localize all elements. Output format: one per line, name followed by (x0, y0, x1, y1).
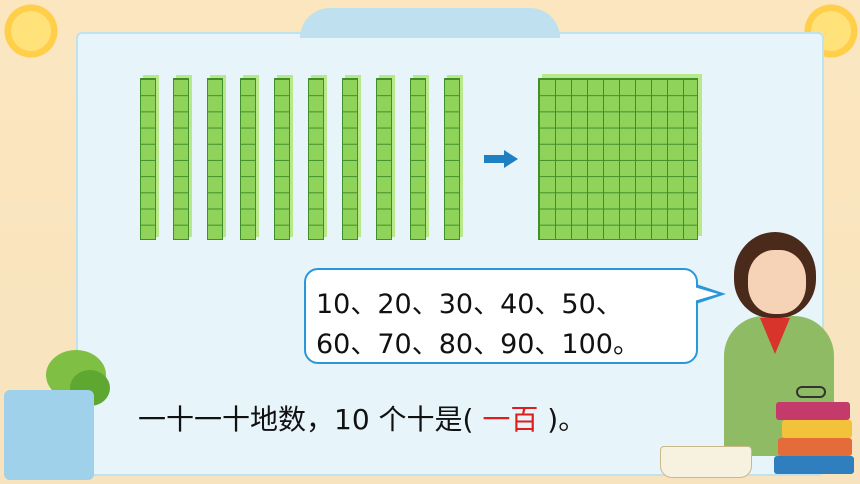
speech-bubble (304, 268, 698, 364)
arrow-right-icon (484, 155, 506, 163)
island-decoration (0, 340, 120, 484)
girl-illustration-face (748, 250, 806, 314)
ten-rod-9 (410, 78, 426, 240)
bubble-text-line-1: 10、20、30、40、50、 (316, 289, 623, 320)
sentence-prefix: 一十一十地数，10 个十是( (138, 403, 474, 436)
ten-rod-5 (274, 78, 290, 240)
sun-decoration-left (0, 0, 62, 62)
header-banner (300, 8, 560, 38)
book-stack-icon (4, 390, 94, 480)
book-pile-decoration (762, 384, 854, 480)
hundred-flat (538, 78, 698, 240)
ten-rod-3 (207, 78, 223, 240)
book-icon-2 (778, 438, 852, 456)
ten-rod-8 (376, 78, 392, 240)
answer-text: 一百 (482, 403, 539, 436)
speech-bubble-tail-inner (694, 287, 718, 301)
ten-rod-6 (308, 78, 324, 240)
ten-rod-4 (240, 78, 256, 240)
question-sentence: 一十一十地数，10 个十是( 一百 )。 (138, 398, 586, 438)
arrow-right-icon-head (504, 150, 518, 168)
book-icon-1 (774, 456, 854, 474)
ten-rod-2 (173, 78, 189, 240)
book-icon-3 (782, 420, 852, 438)
book-icon-4 (776, 402, 850, 420)
ten-rod-7 (342, 78, 358, 240)
glasses-icon (796, 386, 826, 398)
ten-rod-10 (444, 78, 460, 240)
ten-rod-1 (140, 78, 156, 240)
sentence-suffix: )。 (547, 403, 587, 436)
open-book-icon (660, 446, 752, 478)
bubble-text-line-2: 60、70、80、90、100。 (316, 329, 640, 360)
